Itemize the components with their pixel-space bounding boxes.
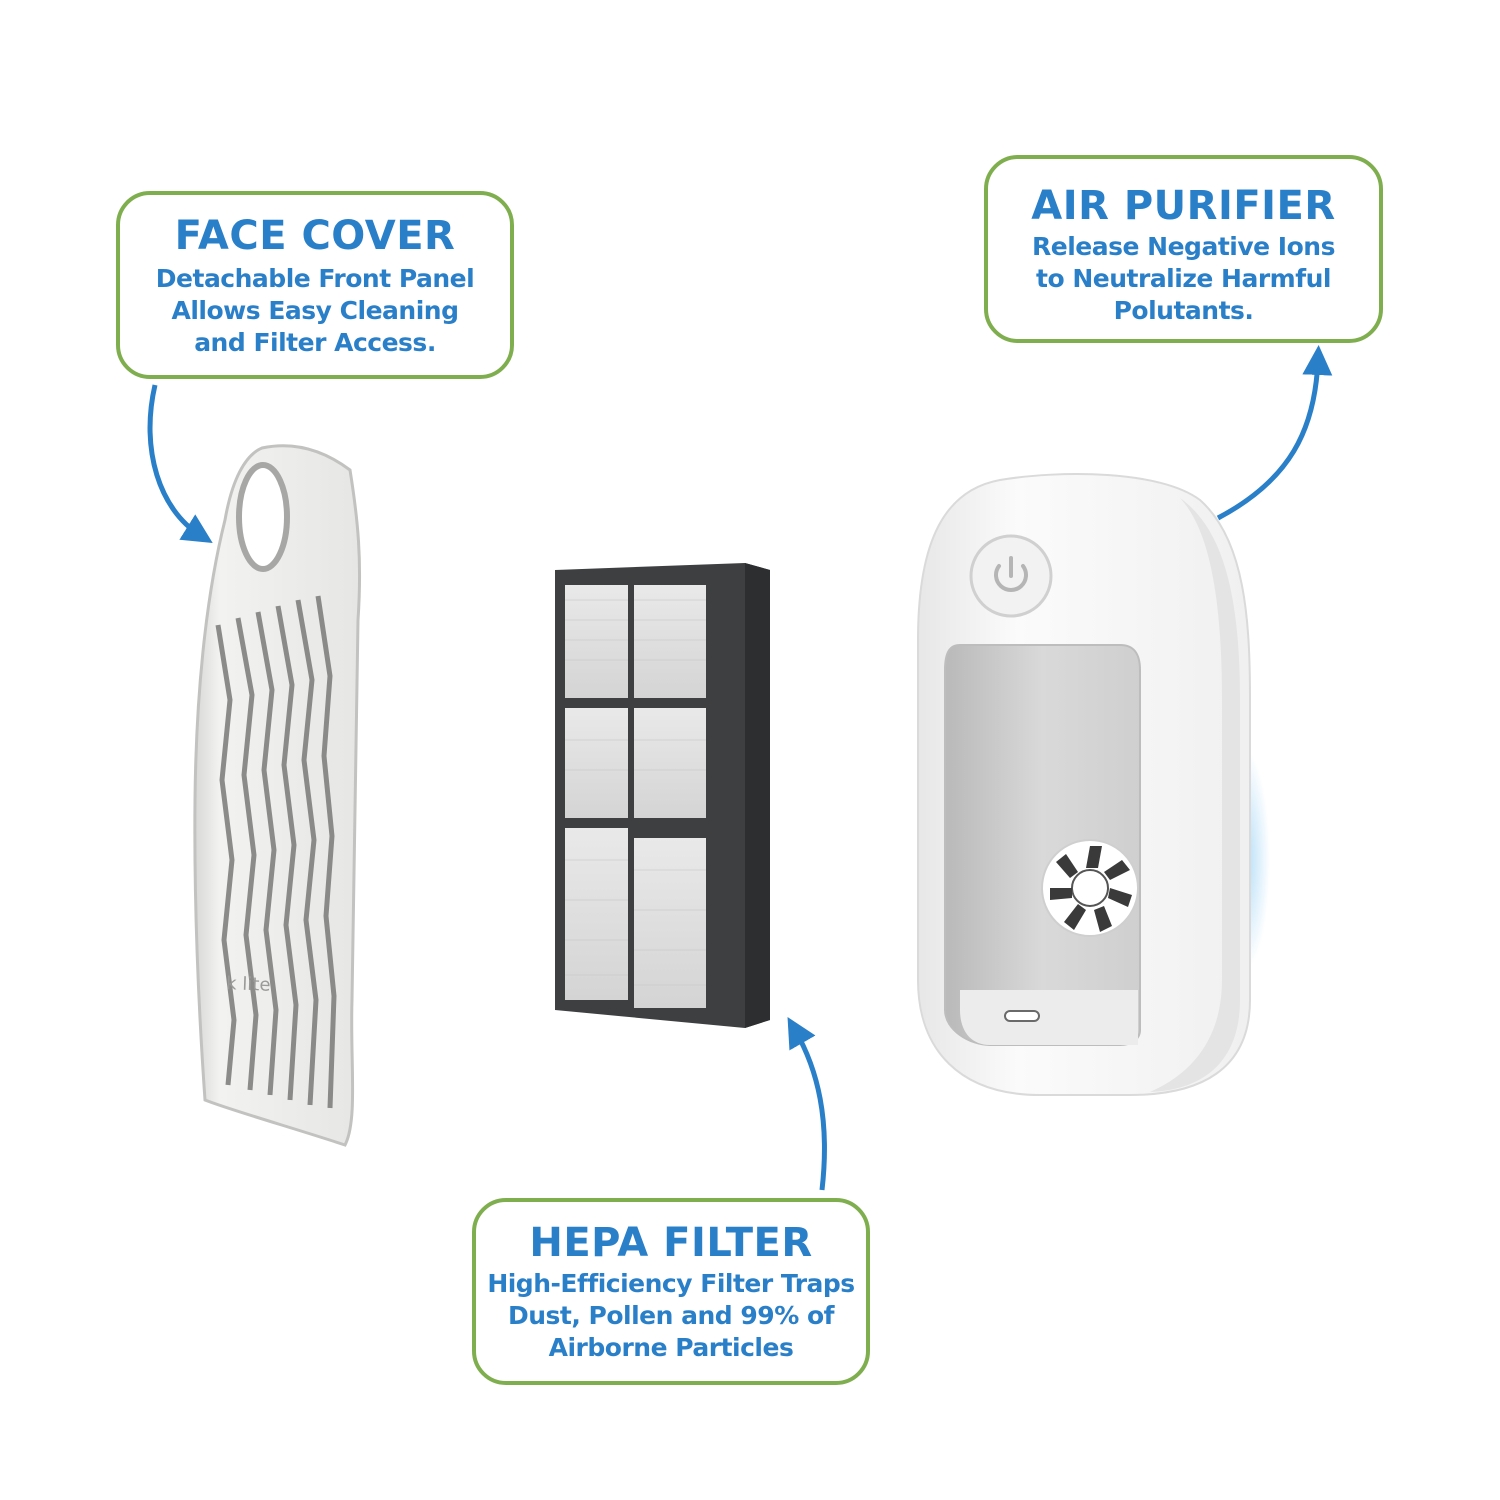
hepa-filter-arrow	[787, 1016, 827, 1191]
face-cover-line-3: and Filter Access.	[194, 328, 436, 357]
hepa-filter-line-1: High-Efficiency Filter Traps	[487, 1269, 855, 1298]
air-purifier-line-2: to Neutralize Harmful	[1036, 264, 1331, 293]
svg-text:k lite: k lite	[226, 973, 271, 996]
front-panel-illustration: k lite	[193, 444, 362, 1147]
usb-port-icon	[1004, 1010, 1040, 1022]
air-purifier-line-1: Release Negative Ions	[1032, 232, 1335, 261]
face-cover-line-1: Detachable Front Panel	[155, 264, 475, 293]
air-purifier-arrow	[1216, 345, 1333, 521]
face-cover-callout: FACE COVER Detachable Front Panel Allows…	[116, 191, 514, 379]
air-purifier-title: AIR PURIFIER	[1031, 183, 1336, 229]
face-cover-line-2: Allows Easy Cleaning	[171, 296, 459, 325]
face-cover-arrow	[147, 384, 213, 543]
hepa-filter-line-2: Dust, Pollen and 99% of	[507, 1301, 835, 1330]
air-purifier-unit-illustration	[917, 473, 1270, 1096]
hepa-filter-illustration	[555, 563, 770, 1028]
hepa-filter-callout: HEPA FILTER High-Efficiency Filter Traps…	[472, 1198, 870, 1385]
face-cover-title: FACE COVER	[174, 213, 456, 259]
air-purifier-line-3: Polutants.	[1113, 296, 1254, 325]
fan-icon	[1041, 839, 1139, 937]
power-icon	[969, 534, 1053, 618]
hepa-filter-line-3: Airborne Particles	[548, 1333, 794, 1362]
air-purifier-callout: AIR PURIFIER Release Negative Ions to Ne…	[984, 155, 1383, 343]
hepa-filter-title: HEPA FILTER	[529, 1220, 813, 1266]
